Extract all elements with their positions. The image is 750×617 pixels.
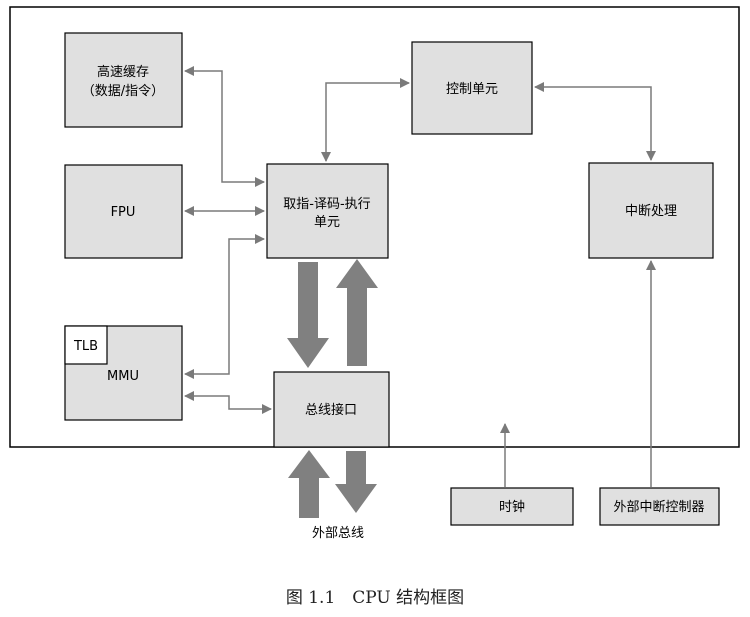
interrupt-handling-label: 中断处理 xyxy=(625,204,677,219)
external-to-bus-arrow xyxy=(288,450,330,518)
cache-fetch-connector xyxy=(184,66,265,187)
control-fetch-connector xyxy=(321,78,410,162)
fpu-label: FPU xyxy=(111,205,136,220)
fetch-to-bus-arrow xyxy=(287,262,329,368)
tlb-label: TLB xyxy=(73,339,98,354)
external-interrupt-controller-block xyxy=(599,487,720,526)
cache-label-line1: 高速缓存 xyxy=(97,64,149,80)
fetch-decode-execute-label-line1: 取指-译码-执行 xyxy=(283,197,370,212)
bus-interface-block xyxy=(273,371,390,448)
bus-interface-label: 总线接口 xyxy=(305,402,357,418)
interrupt-handling-block xyxy=(588,162,714,259)
bus-to-fetch-arrow xyxy=(336,259,378,366)
figure-caption: 图 1.1 CPU 结构框图 xyxy=(285,588,465,608)
control-interrupt-connector xyxy=(534,82,656,161)
clock-label: 时钟 xyxy=(499,499,525,515)
fetch-decode-execute-block xyxy=(266,163,389,259)
clock-block xyxy=(450,487,574,526)
tlb-block xyxy=(64,325,108,365)
control-unit-label: 控制单元 xyxy=(446,82,498,97)
mmu-fetch-connector xyxy=(184,234,265,379)
fetch-decode-execute-label-line2: 单元 xyxy=(314,215,340,230)
cache-block xyxy=(64,32,183,128)
external-interrupt-controller-label: 外部中断控制器 xyxy=(613,500,704,515)
external-bus-label: 外部总线 xyxy=(312,526,364,541)
control-unit-block xyxy=(411,41,533,135)
fpu-block xyxy=(64,164,183,259)
bus-to-external-arrow xyxy=(335,451,377,513)
cache-label-line2: （数据/指令） xyxy=(82,84,164,99)
mmu-bus-connector xyxy=(184,391,272,414)
mmu-label: MMU xyxy=(107,369,139,384)
